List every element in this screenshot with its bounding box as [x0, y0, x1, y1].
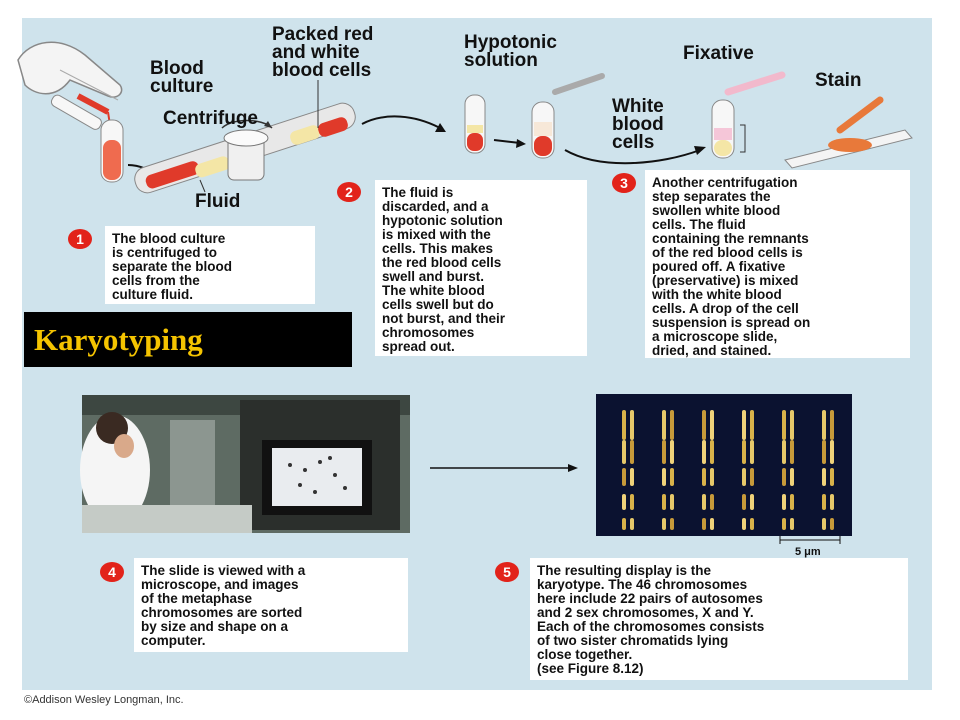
chromosome-mark — [782, 410, 786, 440]
chromosome-mark — [742, 468, 746, 486]
chromosome-mark — [622, 468, 626, 486]
chromosome-mark — [662, 410, 666, 440]
chromosome-mark — [830, 440, 834, 464]
chromosome-mark — [710, 518, 714, 530]
pipette-icon — [724, 71, 786, 96]
chromosome-mark — [670, 440, 674, 464]
label-fixative: Fixative — [683, 43, 754, 64]
chromosome-mark — [822, 410, 826, 440]
chromosome-mark — [710, 410, 714, 440]
chromosome-mark — [702, 440, 706, 464]
chromosome-mark — [750, 494, 754, 510]
step-badge-3: 3 — [612, 173, 636, 193]
chromosome-mark — [782, 440, 786, 464]
label-hypotonic: Hypotonic solution — [464, 32, 557, 71]
step-badge-2: 2 — [337, 182, 361, 202]
chromosome-mark — [742, 494, 746, 510]
chromosome-mark — [622, 440, 626, 464]
chromosome-mark — [822, 494, 826, 510]
chromosome-mark — [630, 468, 634, 486]
chromosome-mark — [622, 410, 626, 440]
step-5-text: The resulting display is the karyotype. … — [530, 558, 908, 680]
chromosome-mark — [710, 468, 714, 486]
chromosome-mark — [830, 410, 834, 440]
chromosome-mark — [750, 410, 754, 440]
chromosome-mark — [782, 518, 786, 530]
page-title: Karyotyping — [34, 322, 203, 357]
chromosome-mark — [662, 494, 666, 510]
label-packed-cells: Packed red and white blood cells — [272, 24, 374, 81]
chromosome-mark — [790, 494, 794, 510]
karyotype-image — [596, 394, 852, 536]
label-white-blood-cells: White blood cells — [612, 96, 664, 153]
step-3-text: Another centrifugation step separates th… — [645, 170, 910, 358]
chromosome-mark — [670, 410, 674, 440]
step-badge-5: 5 — [495, 562, 519, 582]
arrow-icon — [361, 115, 441, 129]
chromosome-mark — [702, 410, 706, 440]
chromosome-mark — [750, 440, 754, 464]
title-banner: Karyotyping — [24, 312, 352, 367]
chromosome-mark — [630, 440, 634, 464]
chromosome-mark — [622, 518, 626, 530]
chromosome-mark — [662, 468, 666, 486]
chromosome-mark — [822, 518, 826, 530]
chromosome-mark — [750, 518, 754, 530]
dropper-icon — [836, 96, 884, 134]
step-1-text: The blood culture is centrifuged to sepa… — [105, 226, 315, 304]
gloved-hand-icon — [17, 41, 123, 101]
scale-bar-label: 5 μm — [795, 546, 821, 558]
scientist-photo — [80, 395, 410, 533]
chromosome-mark — [830, 518, 834, 530]
blood-culture-tube-icon — [100, 119, 124, 183]
chromosome-mark — [702, 518, 706, 530]
chromosome-mark — [782, 494, 786, 510]
step-2-text: The fluid is discarded, and a hypotonic … — [375, 180, 587, 356]
chromosome-mark — [702, 494, 706, 510]
step-badge-1: 1 — [68, 229, 92, 249]
copyright-text: ©Addison Wesley Longman, Inc. — [24, 694, 184, 706]
chromosome-mark — [630, 410, 634, 440]
chromosome-mark — [790, 410, 794, 440]
chromosome-mark — [782, 468, 786, 486]
chromosome-mark — [822, 440, 826, 464]
chromosome-mark — [622, 494, 626, 510]
arrow-icon — [564, 149, 701, 165]
step-4-text: The slide is viewed with a microscope, a… — [134, 558, 408, 652]
centrifuge-icon — [134, 102, 356, 194]
test-tube-icon — [464, 94, 486, 154]
chromosome-mark — [830, 494, 834, 510]
label-stain: Stain — [815, 70, 862, 91]
label-centrifuge: Centrifuge — [163, 108, 258, 129]
pipette-icon — [552, 73, 605, 95]
chromosome-mark — [630, 494, 634, 510]
chromosome-mark — [750, 468, 754, 486]
chromosome-mark — [742, 410, 746, 440]
chromosome-mark — [662, 518, 666, 530]
chromosome-mark — [670, 494, 674, 510]
chromosome-mark — [630, 518, 634, 530]
chromosome-mark — [742, 440, 746, 464]
chromosome-mark — [710, 494, 714, 510]
test-tube-icon — [711, 99, 735, 159]
chromosome-mark — [670, 518, 674, 530]
step-badge-4: 4 — [100, 562, 124, 582]
pouring-tube-icon — [50, 93, 111, 130]
chromosome-mark — [822, 468, 826, 486]
chromosome-mark — [790, 440, 794, 464]
label-blood-culture: Blood culture — [150, 58, 214, 97]
chromosome-mark — [790, 518, 794, 530]
chromosome-mark — [830, 468, 834, 486]
chromosome-mark — [702, 468, 706, 486]
chromosome-mark — [790, 468, 794, 486]
label-fluid: Fluid — [195, 191, 241, 212]
chromosome-mark — [742, 518, 746, 530]
test-tube-icon — [531, 101, 555, 159]
chromosome-mark — [670, 468, 674, 486]
chromosome-mark — [710, 440, 714, 464]
chromosome-mark — [662, 440, 666, 464]
